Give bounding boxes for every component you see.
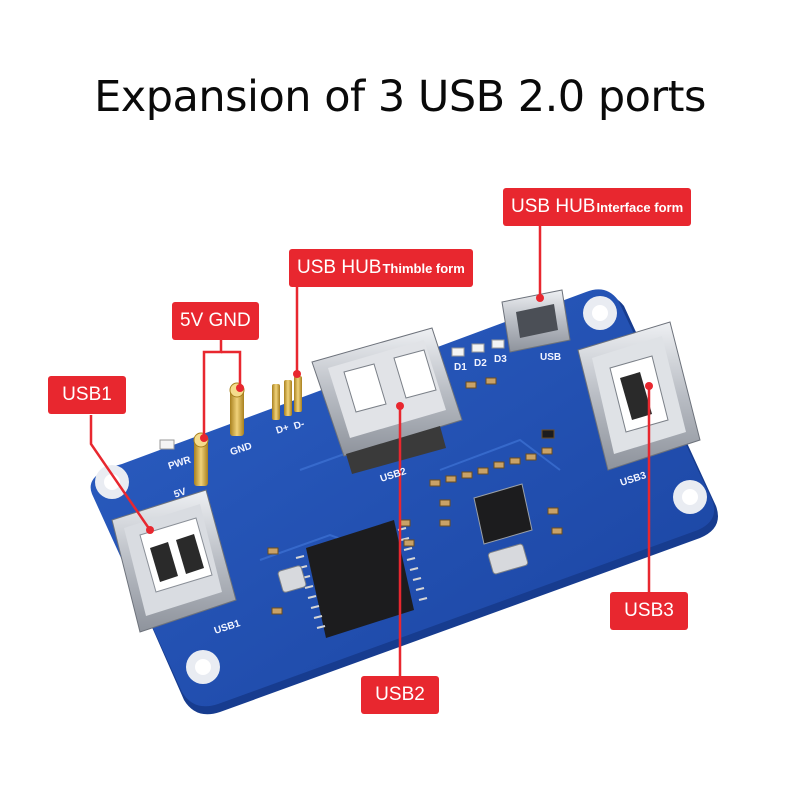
callout-leader-lines [89,226,651,678]
callout-usb-hub-thimble-form: USB HUBThimble form [289,249,473,287]
power-pogo-pins [193,382,245,486]
callout-leader-dots [146,294,653,534]
silk-d1: D1 [454,362,467,373]
data-pogo-pins [272,376,302,420]
silk-d3: D3 [494,354,507,365]
silk-d2: D2 [474,358,487,369]
callout-thimble-main: USB HUB [297,257,382,278]
callout-thimble-sub: Thimble form [382,261,465,276]
callout-usb2: USB2 [361,676,439,714]
pcb-board [90,289,718,715]
callout-usb3: USB3 [610,592,688,630]
qfn-chip [473,483,533,545]
page-title: Expansion of 3 USB 2.0 ports [94,72,706,122]
crystal-oscillator [277,543,529,593]
smd-components [267,377,563,615]
micro-usb-connector [501,289,571,353]
callout-usb-hub-interface-form: USB HUBInterface form [503,188,692,226]
usb2-port [311,327,463,474]
mounting-holes [95,296,707,684]
callout-5v-gnd: 5V GND [172,302,259,340]
callout-interface-main: USB HUB [511,196,596,217]
callout-interface-sub: Interface form [596,200,684,215]
silk-usb: USB [540,352,562,363]
usb3-port [577,321,701,471]
callout-usb1: USB1 [48,376,126,414]
status-leds [159,339,505,450]
